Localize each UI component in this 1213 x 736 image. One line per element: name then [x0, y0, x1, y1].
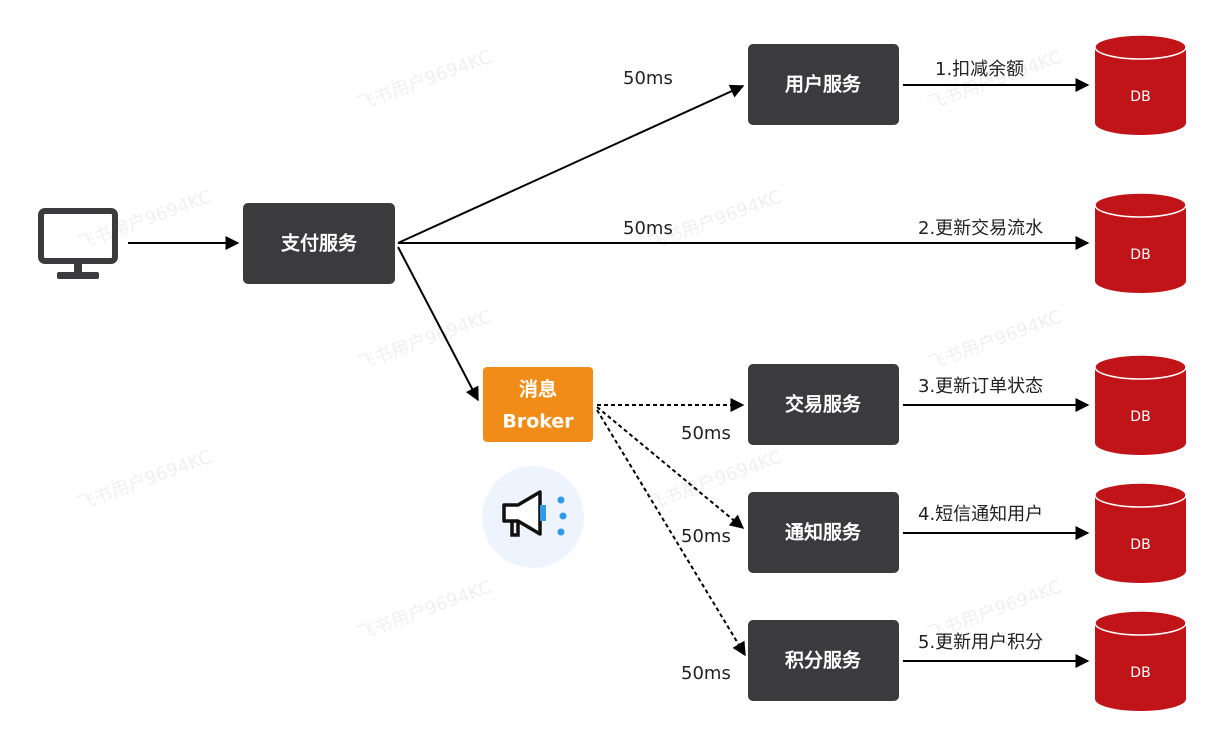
node-label: 通知服务 [785, 521, 862, 544]
db-label: DB [1130, 409, 1150, 425]
watermark: 飞书用户9694KC [75, 447, 215, 515]
notify-service-node: 通知服务 [748, 492, 899, 573]
latency-label: 50ms [681, 423, 731, 444]
latency-label: 50ms [681, 526, 731, 547]
latency-label: 50ms [681, 663, 731, 684]
user-service-node: 用户服务 [748, 44, 899, 125]
edge-pay-broker [397, 246, 479, 402]
step-label: 5.更新用户积分 [918, 632, 1043, 653]
watermark: 飞书用户9694KC [355, 577, 495, 645]
db-label: DB [1130, 665, 1150, 681]
watermarks: 飞书用户9694KC 飞书用户9694KC 飞书用户9694KC 飞书用户969… [75, 47, 1065, 645]
broker-label-line1: 消息 [519, 378, 557, 401]
edge-broker-notify [596, 406, 745, 529]
node-label: 积分服务 [785, 649, 862, 672]
megaphone-icon [482, 466, 584, 568]
latency-label: 50ms [623, 68, 673, 89]
latency-label: 50ms [623, 218, 673, 239]
points-service-node: 积分服务 [748, 620, 899, 701]
watermark: 飞书用户9694KC [925, 47, 1065, 115]
step-label: 4.短信通知用户 [918, 504, 1043, 525]
node-label: 交易服务 [785, 393, 862, 416]
database-cylinder-1: DB [1094, 34, 1187, 135]
watermark: 飞书用户9694KC [925, 307, 1065, 375]
monitor-icon [38, 208, 118, 279]
step-label: 3.更新订单状态 [918, 376, 1043, 397]
broker-label-line2: Broker [502, 411, 574, 433]
database-cylinder-2: DB [1094, 192, 1187, 293]
watermark: 飞书用户9694KC [75, 187, 215, 255]
edge-pay-user [397, 84, 745, 244]
trade-service-node: 交易服务 [748, 364, 899, 445]
step-label: 2.更新交易流水 [918, 218, 1043, 239]
node-label: 支付服务 [280, 232, 358, 255]
pay-service-node: 支付服务 [243, 203, 395, 284]
database-cylinder-3: DB [1094, 354, 1187, 455]
edge-broker-points [596, 409, 746, 657]
database-cylinder-5: DB [1094, 610, 1187, 711]
watermark: 飞书用户9694KC [355, 47, 495, 115]
database-cylinder-4: DB [1094, 482, 1187, 583]
watermark: 飞书用户9694KC [355, 307, 495, 375]
broker-node: 消息 Broker [483, 367, 593, 442]
db-label: DB [1130, 89, 1150, 105]
db-label: DB [1130, 537, 1150, 553]
step-label: 1.扣减余额 [935, 59, 1024, 80]
db-label: DB [1130, 247, 1150, 263]
node-label: 用户服务 [785, 73, 862, 96]
